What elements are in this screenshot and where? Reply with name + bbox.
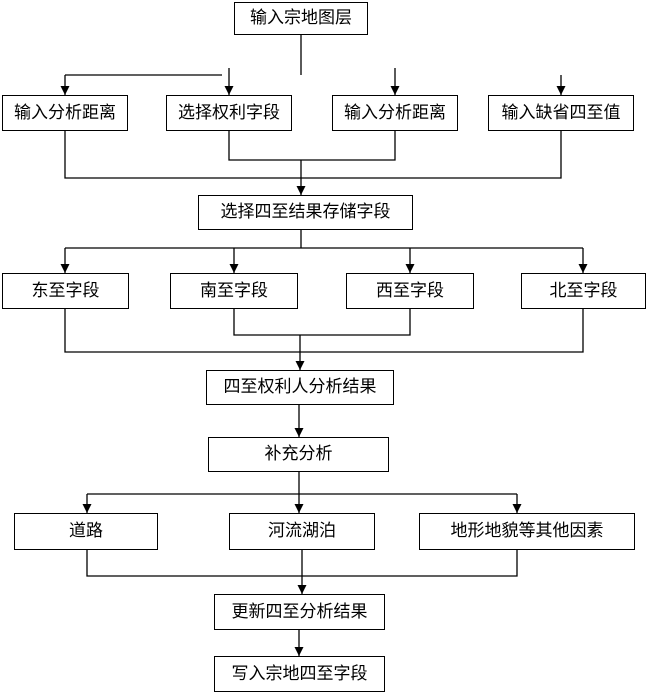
node-rights-holder-result: 四至权利人分析结果 [206, 370, 394, 405]
node-west-field: 西至字段 [346, 273, 474, 309]
connector [64, 309, 584, 353]
node-write-boundary-field: 写入宗地四至字段 [214, 656, 385, 692]
node-input-parcel-layer: 输入宗地图层 [234, 2, 368, 35]
node-input-analysis-distance-2: 输入分析距离 [332, 95, 458, 131]
node-select-result-field: 选择四至结果存储字段 [198, 195, 413, 230]
node-supplementary-analysis: 补充分析 [208, 437, 389, 472]
connector [64, 131, 562, 179]
node-east-field: 东至字段 [2, 273, 129, 309]
node-update-result: 更新四至分析结果 [214, 594, 385, 630]
node-rivers-lakes: 河流湖泊 [229, 513, 375, 550]
connector [228, 131, 396, 161]
node-south-field: 南至字段 [170, 273, 298, 309]
connector [233, 309, 411, 336]
node-north-field: 北至字段 [521, 273, 646, 309]
node-input-analysis-distance-1: 输入分析距离 [2, 95, 128, 131]
node-select-rights-field: 选择权利字段 [166, 95, 292, 131]
node-road: 道路 [14, 513, 158, 550]
node-terrain-factors: 地形地貌等其他因素 [419, 513, 635, 550]
node-input-default-boundary: 输入缺省四至值 [488, 95, 634, 131]
